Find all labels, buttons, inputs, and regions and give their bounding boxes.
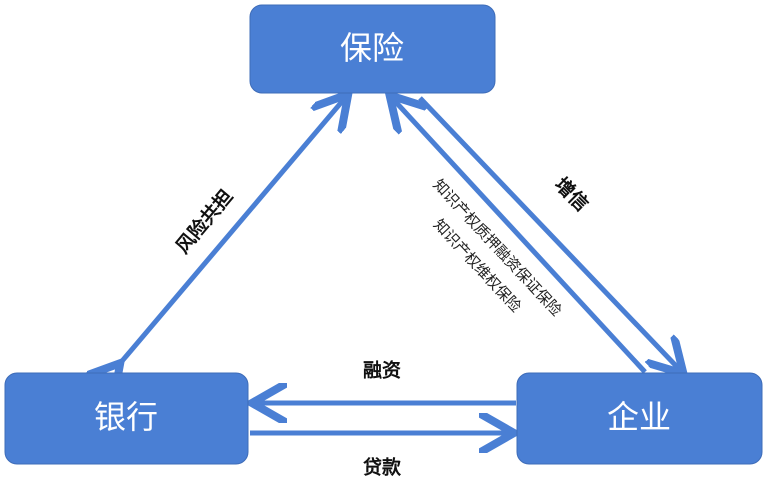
node-insurance: 保险 <box>249 4 496 94</box>
label-credit-enhancement: 增信 <box>550 173 593 216</box>
label-risk-sharing: 风险共担 <box>171 185 237 258</box>
arrow-bank-insurance <box>117 98 345 367</box>
node-bank-label: 银行 <box>94 398 158 436</box>
node-enterprise: 企业 <box>516 372 763 465</box>
arrow-enterprise-insurance <box>393 99 647 374</box>
node-insurance-label: 保险 <box>340 29 404 67</box>
node-bank: 银行 <box>4 372 249 465</box>
label-financing: 融资 <box>363 359 401 382</box>
label-loan: 贷款 <box>363 456 402 479</box>
node-enterprise-label: 企业 <box>607 398 671 436</box>
arrow-insurance-enterprise <box>418 96 680 370</box>
